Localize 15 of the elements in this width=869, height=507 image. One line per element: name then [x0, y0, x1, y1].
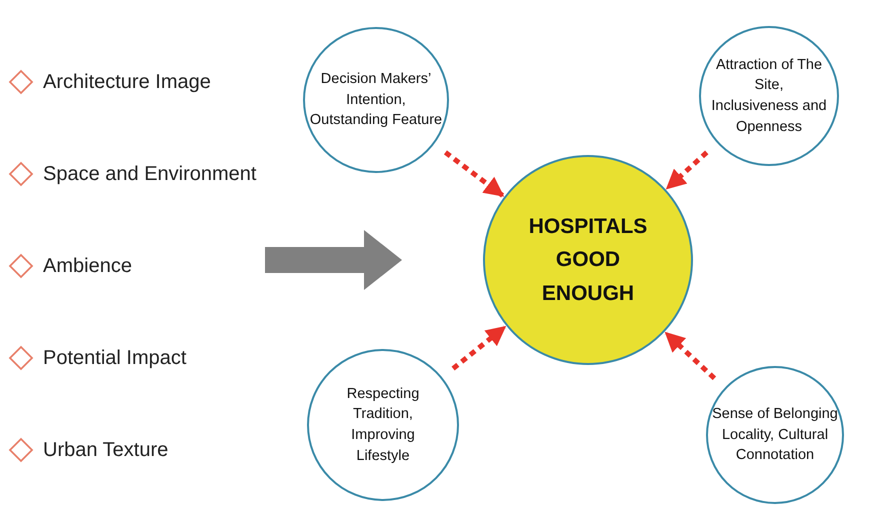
list-item: Urban Texture — [43, 438, 168, 462]
dotted-arrow — [444, 150, 504, 198]
list-item: Architecture Image — [43, 70, 211, 94]
dotted-arrow — [664, 331, 716, 380]
node-text: Attraction of The Site, Inclusiveness and Openness — [710, 56, 828, 137]
node-text: Decision Makers’ Intention, Outstanding Feature — [308, 70, 444, 130]
block-arrow — [265, 230, 402, 290]
list-item: Ambience — [43, 254, 132, 278]
node-text: Respecting Tradition, Improving Lifestyle — [346, 384, 420, 466]
dotted-arrow — [666, 150, 708, 190]
list-item: Potential Impact — [43, 346, 186, 370]
node-text: Sense of Belonging Locality, Cultural Connotation — [711, 405, 839, 466]
dotted-arrow — [452, 325, 506, 371]
heading-text: HOSPITALS GOOD ENOUGH — [528, 214, 648, 307]
list-item: Space and Environment — [43, 162, 256, 186]
